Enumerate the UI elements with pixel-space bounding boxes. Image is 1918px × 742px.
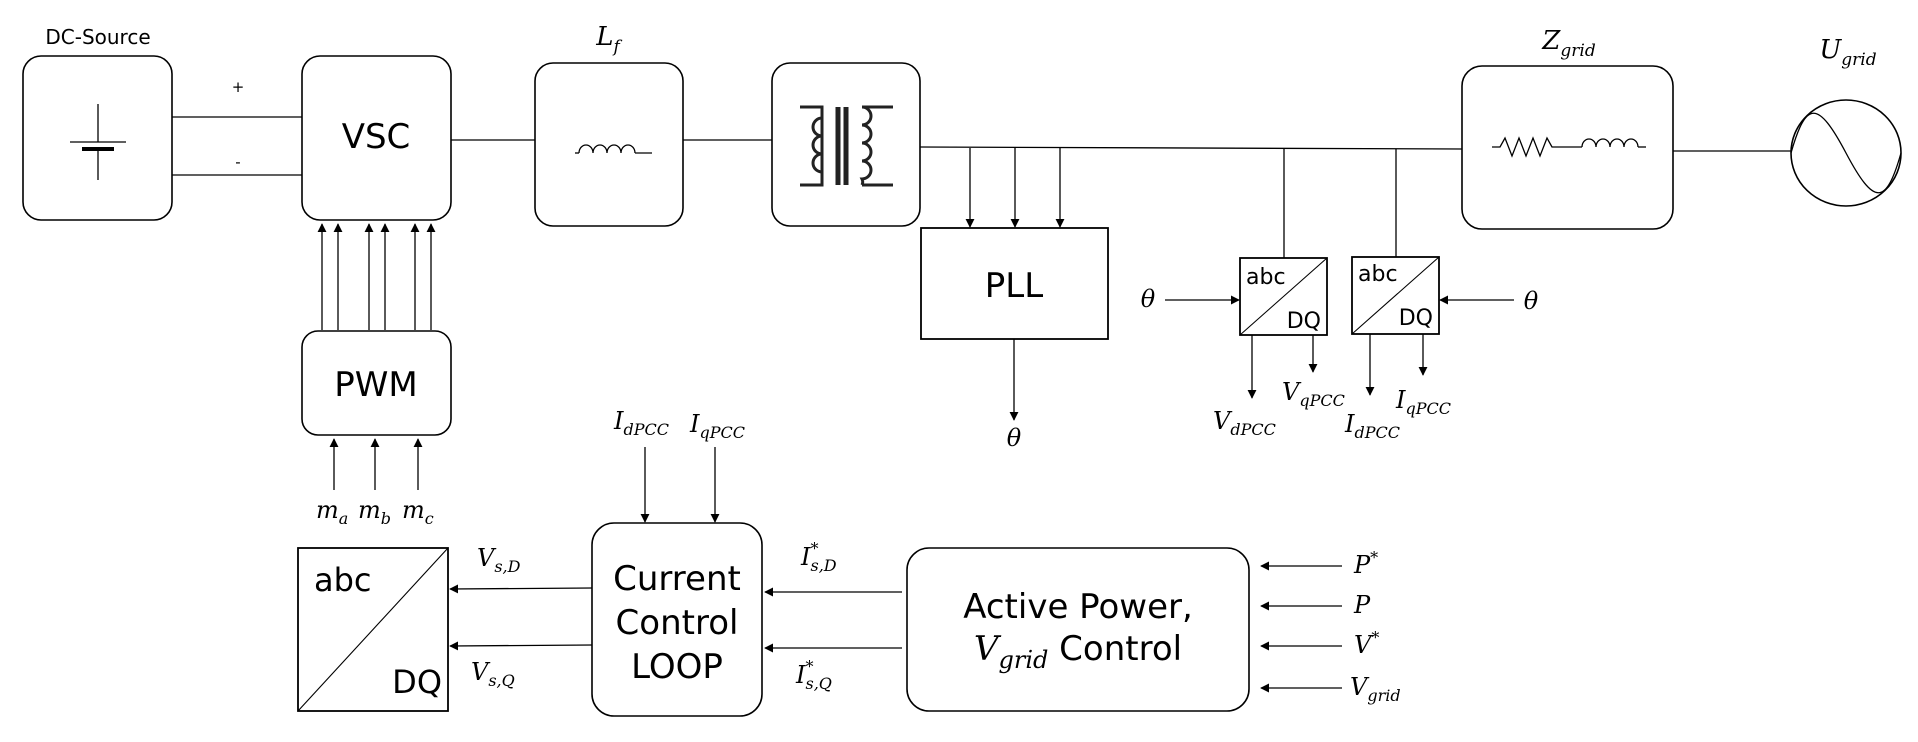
sine-wave-icon (1790, 112, 1902, 194)
transformer-icon (800, 105, 893, 187)
resistor-inductor-icon (1492, 136, 1646, 158)
active-power-label-line1: Active Power, (963, 587, 1193, 627)
theta-input-label: θ (1524, 287, 1539, 315)
vdpcc-label: VdPCC (1213, 407, 1276, 439)
active-power-label-line2: Vgrid Control (974, 629, 1182, 674)
p-label: P (1353, 591, 1371, 619)
inductor-icon (575, 144, 652, 154)
vqpcc-label: VqPCC (1282, 378, 1345, 410)
active-power-control-block (906, 547, 1250, 712)
mb-label: mb (358, 496, 391, 528)
battery-icon (70, 104, 126, 180)
dc-source-label: DC-Source (45, 25, 150, 49)
dq-label: DQ (1287, 309, 1321, 334)
diagonal-divider (1351, 256, 1440, 335)
lf-label: Lf (595, 22, 622, 57)
pll-label: PLL (985, 266, 1043, 306)
abc-big-label: abc (314, 561, 372, 599)
dq-label: DQ (1399, 306, 1433, 331)
vgrid-label: Vgrid (1350, 673, 1401, 705)
isd-ref-label: I*s,D (800, 539, 837, 575)
pwm-block (301, 330, 452, 436)
filter-inductor-block (534, 62, 684, 227)
ugrid-label: Ugrid (1819, 35, 1876, 70)
minus-terminal: - (235, 153, 240, 171)
vstar-label: V* (1354, 628, 1379, 659)
vsd-label: Vs,D (477, 544, 521, 576)
vsc-block (301, 55, 452, 221)
pcc-bus (919, 146, 1463, 150)
theta-output-label: θ (1007, 424, 1022, 452)
theta-input-label: θ (1141, 285, 1156, 313)
current-control-label-line1: Current (613, 559, 741, 599)
current-control-label-line2: Control (616, 603, 739, 643)
ma-label: ma (316, 496, 348, 528)
iqpcc-input-label: IqPCC (689, 410, 745, 442)
current-control-block (591, 522, 763, 717)
abc-label: abc (1246, 265, 1286, 290)
iqpcc-label: IqPCC (1395, 386, 1451, 418)
diagonal-divider (1239, 257, 1328, 336)
vsq-label: Vs,Q (471, 658, 515, 690)
dq-big-label: DQ (392, 663, 442, 701)
isq-ref-label: I*s,Q (795, 657, 832, 693)
pwm-label: PWM (334, 365, 417, 405)
vsc-label: VSC (342, 117, 411, 157)
abc-label: abc (1358, 262, 1398, 287)
current-control-label-line3: LOOP (631, 647, 723, 687)
pstar-label: P* (1353, 548, 1378, 579)
pll-block (920, 227, 1109, 340)
diagonal-divider (297, 547, 449, 712)
zgrid-label: Zgrid (1541, 26, 1596, 61)
vsd-arrow (449, 584, 593, 594)
vsq-arrow (449, 641, 593, 651)
mc-label: mc (402, 496, 434, 528)
plus-terminal: + (232, 78, 245, 96)
idpcc-input-label: IdPCC (613, 407, 669, 439)
idpcc-label: IdPCC (1344, 410, 1400, 442)
